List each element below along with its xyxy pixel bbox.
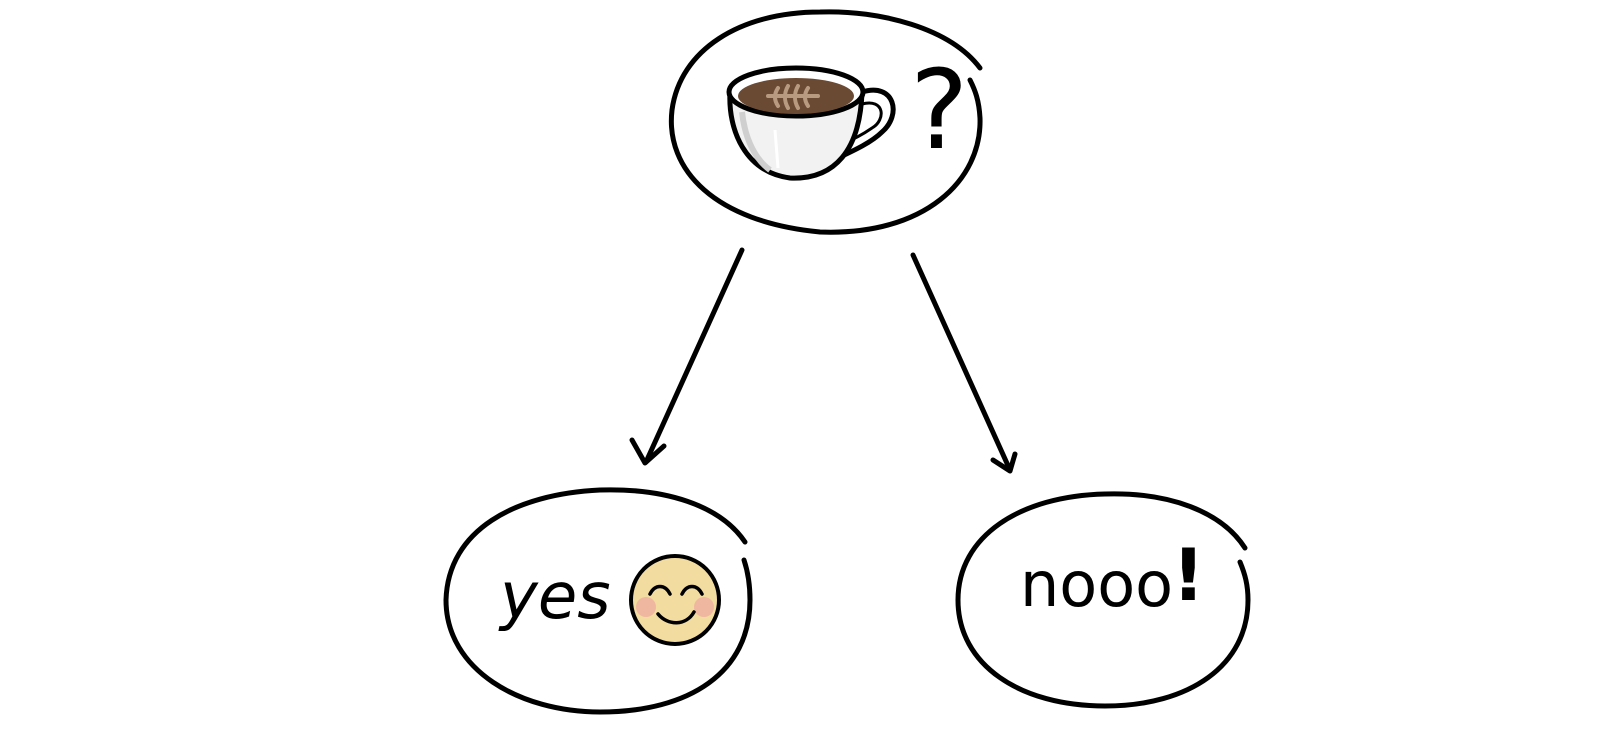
- no-node: nooo !: [955, 491, 1251, 709]
- exclamation-mark: !: [1172, 533, 1205, 617]
- smiling-face-icon: [629, 554, 721, 646]
- arrow-to-no: [910, 252, 1018, 474]
- root-node: ?: [668, 9, 983, 235]
- no-node-outline: [955, 491, 1251, 709]
- no-label: nooo: [1020, 548, 1173, 621]
- yes-node-outline: [443, 487, 753, 715]
- question-mark: ?: [910, 46, 968, 174]
- yes-label: yes: [498, 560, 611, 634]
- arrow-to-yes: [629, 247, 745, 466]
- yes-node: yes: [443, 487, 753, 715]
- coffee-cup-icon: [726, 65, 896, 181]
- root-node-outline: [668, 9, 983, 235]
